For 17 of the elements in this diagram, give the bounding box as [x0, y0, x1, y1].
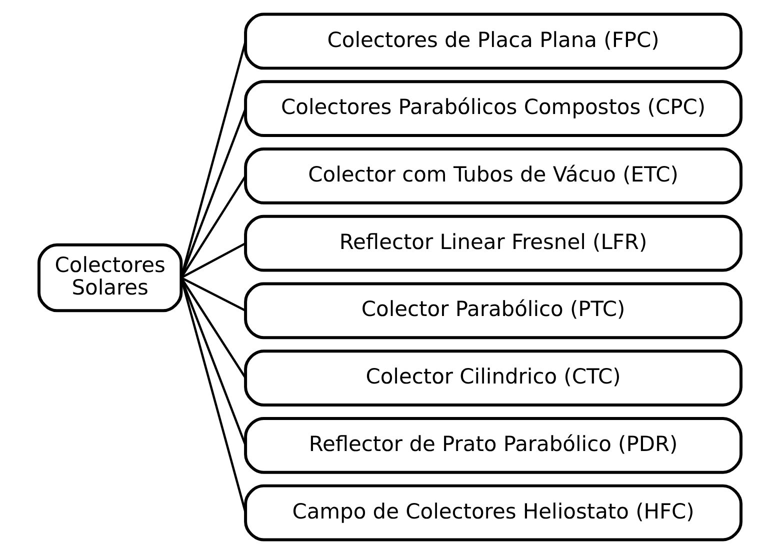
node-box: Colector Parabólico (PTC): [244, 282, 743, 340]
connector: [180, 40, 247, 278]
connector: [180, 277, 246, 379]
connector: [180, 108, 247, 278]
connector: [180, 277, 247, 514]
node-box: Colectores de Placa Plana (FPC): [244, 12, 743, 70]
node-box: Reflector Linear Fresnel (LFR): [244, 214, 743, 272]
node-box: Colector Cilindrico (CTC): [244, 350, 743, 406]
node-box: Reflector de Prato Parabólico (PDR): [244, 416, 743, 474]
node-box: Colector com Tubos de Vácuo (ETC): [244, 148, 743, 204]
connector: [180, 276, 246, 312]
connector: [180, 277, 247, 446]
node-box: Colectores Parabólicos Compostos (CPC): [244, 80, 743, 138]
node-box: Campo de Colectores Heliostato (HFC): [244, 484, 743, 542]
node-box: Colectores Solares: [37, 243, 183, 312]
connector: [180, 242, 246, 279]
connector: [180, 175, 246, 278]
